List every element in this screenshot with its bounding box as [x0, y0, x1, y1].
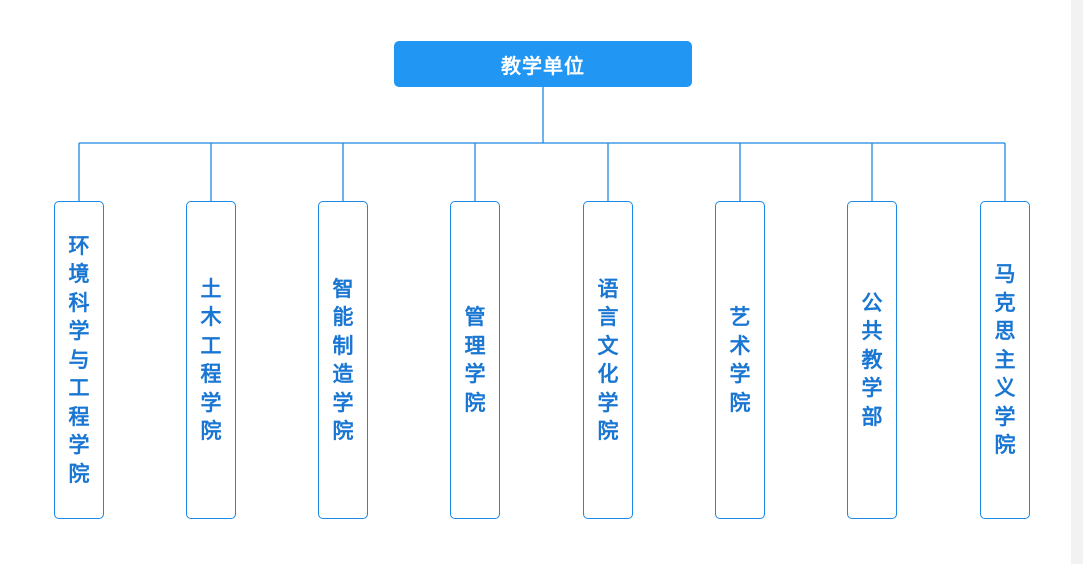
- unit-node-intelligent-manufacturing[interactable]: 智能制造学院: [318, 201, 368, 519]
- unit-label: 土木工程学院: [200, 276, 222, 444]
- scrollbar-track[interactable]: [1071, 0, 1083, 564]
- unit-node-civil-engineering[interactable]: 土木工程学院: [186, 201, 236, 519]
- unit-label: 公共教学部: [861, 290, 883, 429]
- drop-lines: [78, 143, 1006, 201]
- unit-label: 马克思主义学院: [994, 262, 1016, 458]
- unit-node-marxism[interactable]: 马克思主义学院: [980, 201, 1030, 519]
- unit-node-management[interactable]: 管理学院: [450, 201, 500, 519]
- unit-label: 管理学院: [464, 305, 486, 415]
- unit-node-public-teaching[interactable]: 公共教学部: [847, 201, 897, 519]
- root-node-label: 教学单位: [501, 53, 585, 78]
- unit-label: 环境科学与工程学院: [68, 233, 90, 486]
- unit-label: 艺术学院: [729, 305, 751, 415]
- unit-node-arts[interactable]: 艺术学院: [715, 201, 765, 519]
- unit-node-language-culture[interactable]: 语言文化学院: [583, 201, 633, 519]
- unit-node-environmental-science[interactable]: 环境科学与工程学院: [54, 201, 104, 519]
- unit-label: 智能制造学院: [332, 276, 354, 444]
- unit-label: 语言文化学院: [597, 276, 619, 444]
- root-node-teaching-units[interactable]: 教学单位: [394, 41, 692, 87]
